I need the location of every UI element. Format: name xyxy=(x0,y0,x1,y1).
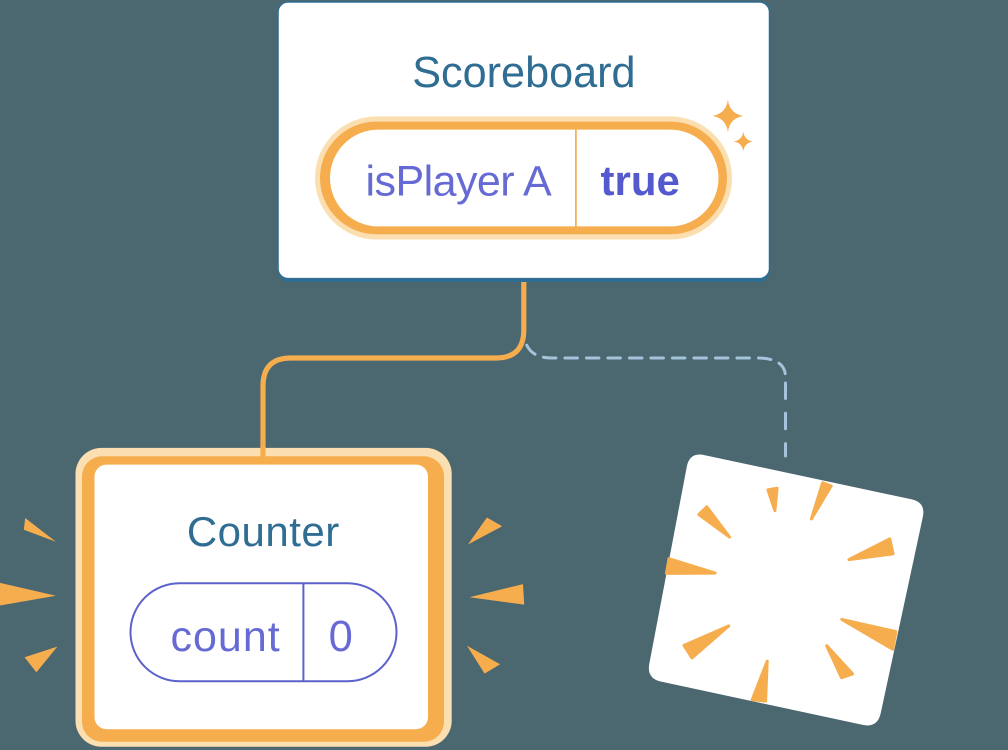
svg-text:count: count xyxy=(171,613,281,661)
svg-text:0: 0 xyxy=(329,613,353,661)
svg-text:Counter: Counter xyxy=(187,508,340,555)
svg-text:true: true xyxy=(601,157,680,204)
svg-text:isPlayer A: isPlayer A xyxy=(366,158,553,206)
svg-text:Scoreboard: Scoreboard xyxy=(412,49,635,97)
